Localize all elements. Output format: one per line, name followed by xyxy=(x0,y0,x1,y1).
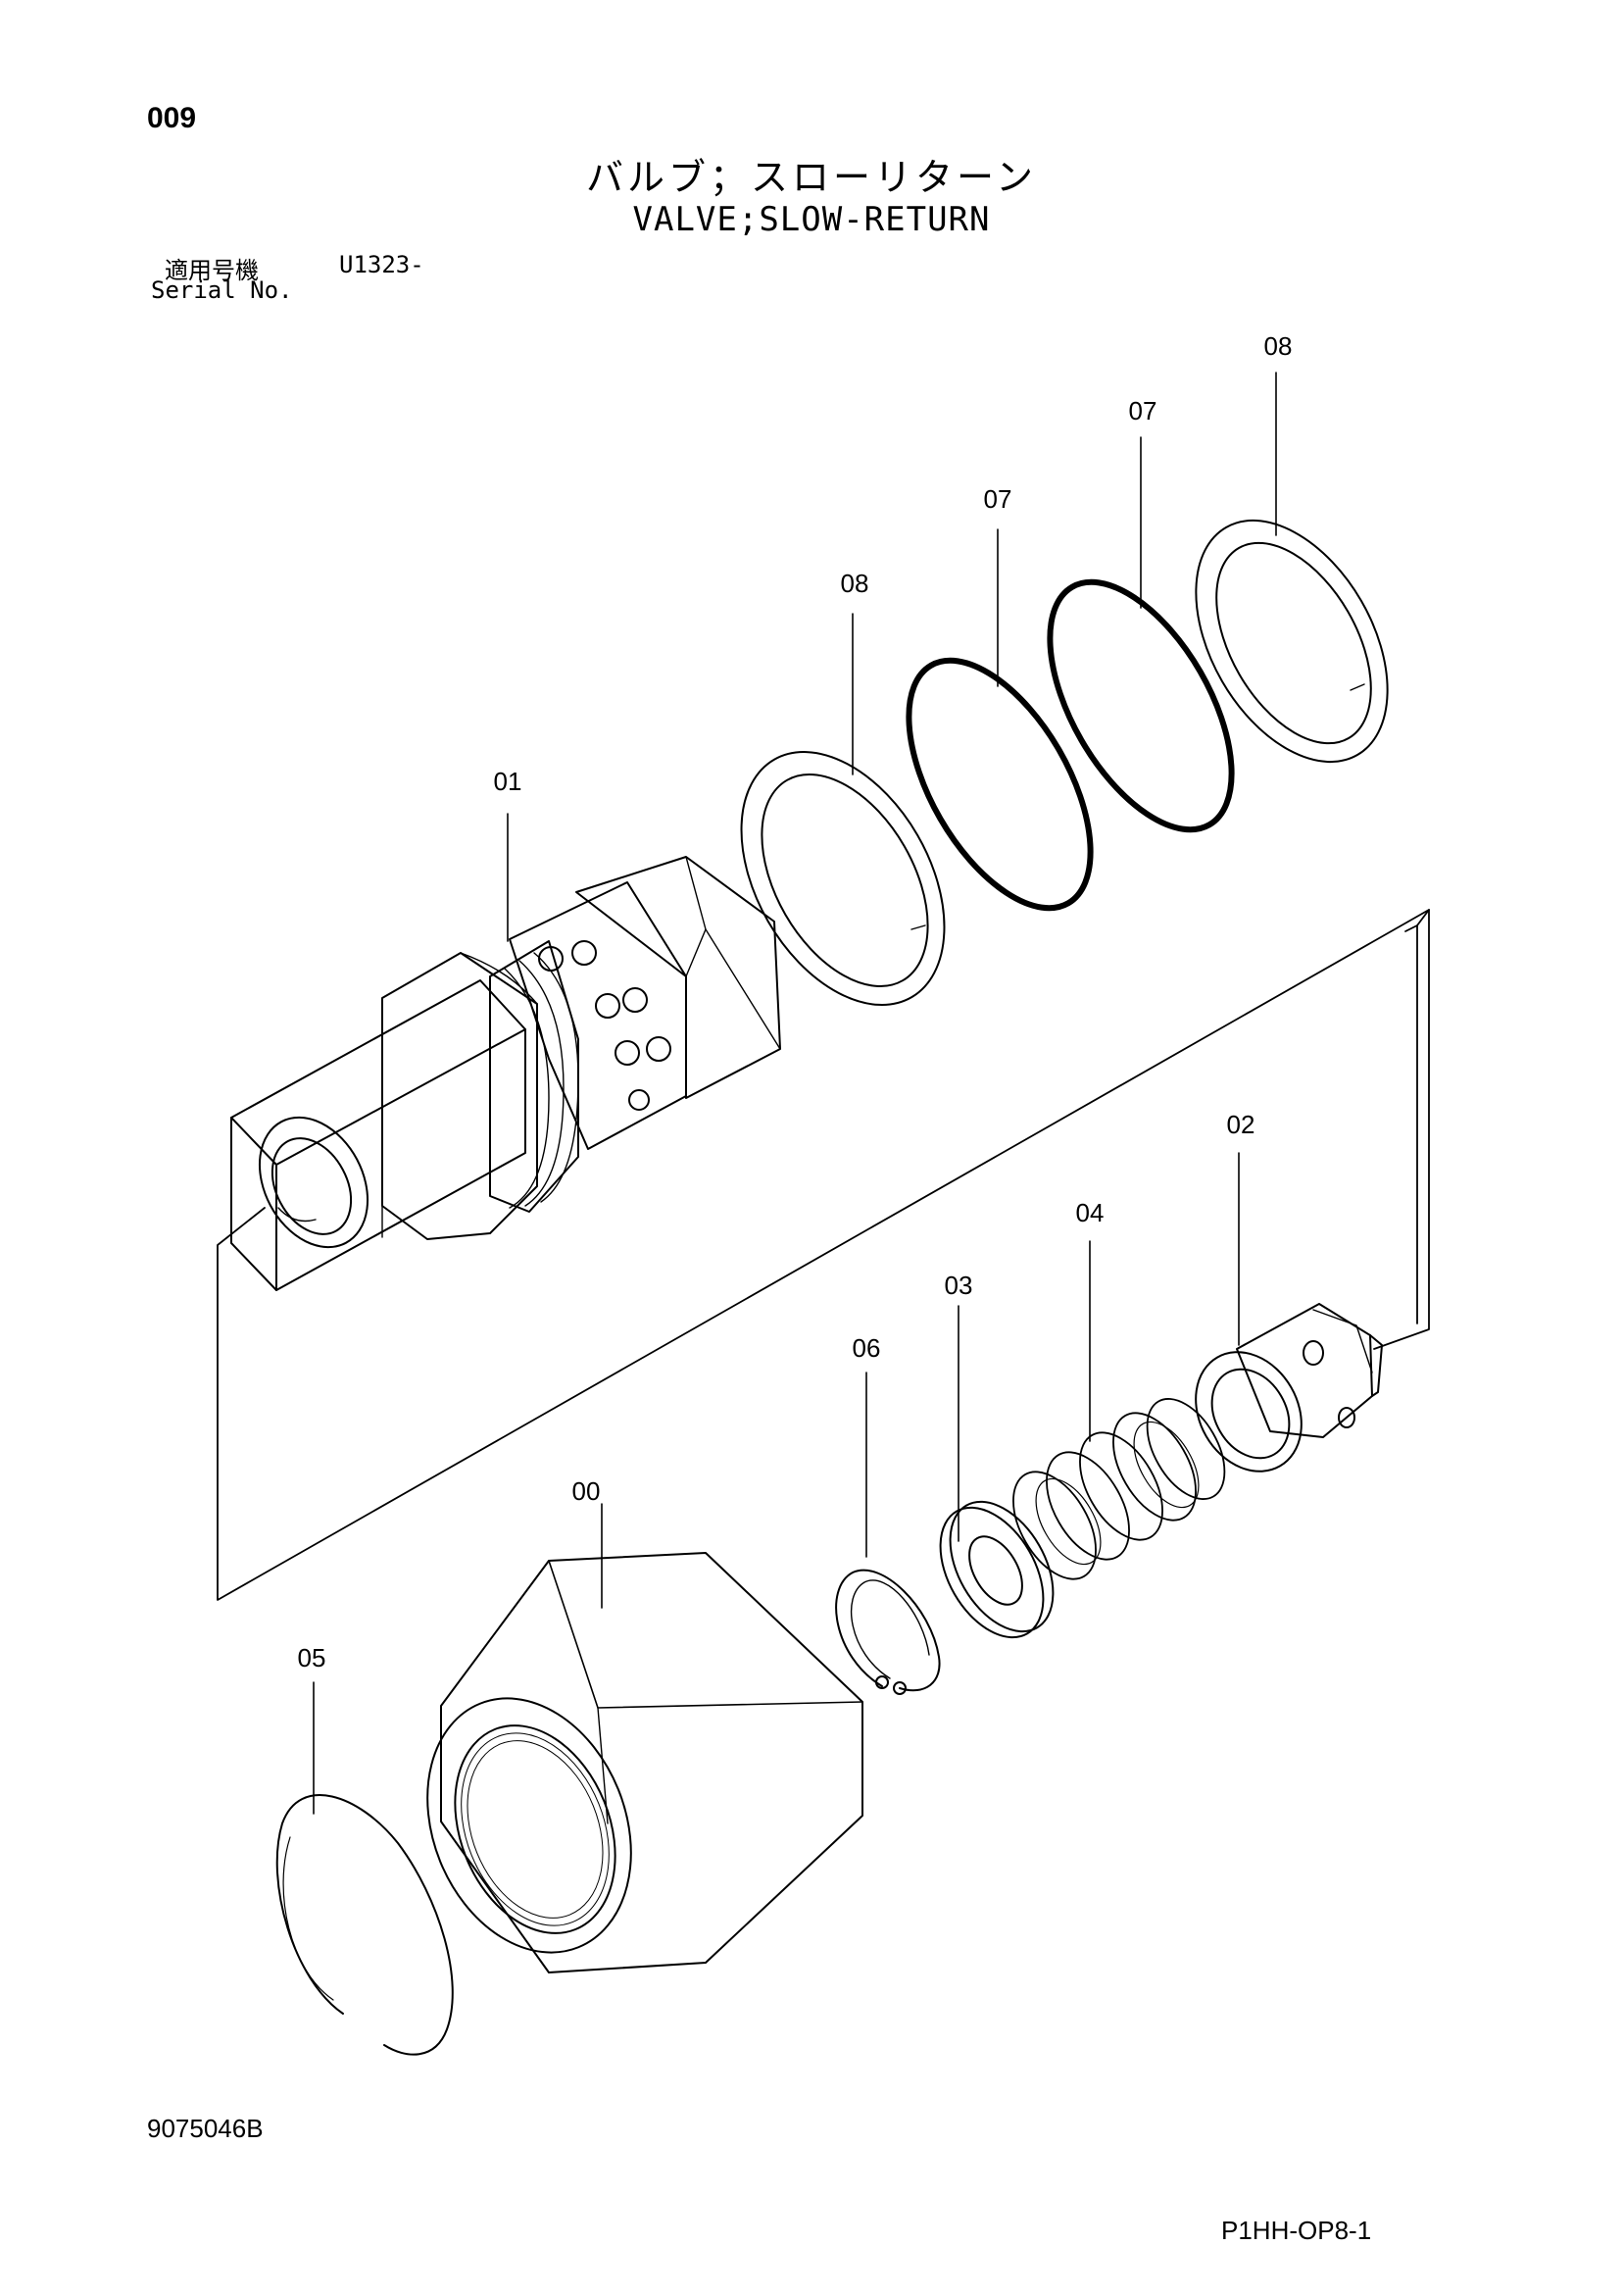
callout-08-b: 08 xyxy=(1264,331,1293,361)
callout-07-a: 07 xyxy=(984,484,1012,514)
part-06-snap-ring xyxy=(835,1569,941,1695)
page-reference: P1HH-OP8-1 xyxy=(1221,2216,1372,2245)
part-07-o-ring-b xyxy=(1047,578,1235,833)
part-04-spring xyxy=(1012,1398,1226,1580)
part-00-housing xyxy=(426,1552,863,1973)
title-english: VALVE;SLOW-RETURN xyxy=(632,200,991,239)
part-02-poppet xyxy=(1195,1303,1383,1472)
serial-label-japanese: 適用号機 xyxy=(165,257,259,284)
callout-01: 01 xyxy=(494,767,522,796)
callout-06: 06 xyxy=(853,1333,881,1363)
leader-lines xyxy=(313,372,1277,1815)
callout-07-b: 07 xyxy=(1129,396,1157,425)
callout-04: 04 xyxy=(1076,1198,1105,1227)
callout-02: 02 xyxy=(1227,1110,1255,1139)
serial-label-english: Serial No. xyxy=(151,276,293,304)
part-05-retaining-ring xyxy=(275,1794,454,2056)
callout-00: 00 xyxy=(572,1476,601,1506)
document-number: 9075046B xyxy=(147,2114,264,2143)
callout-08-a: 08 xyxy=(841,569,869,598)
part-03-spring-seat xyxy=(939,1500,1055,1639)
part-01-valve-body xyxy=(230,856,781,1291)
title-japanese: バルブ；スローリターン xyxy=(585,156,1038,199)
part-07-o-ring-a xyxy=(906,657,1094,912)
callout-03: 03 xyxy=(945,1271,973,1300)
page-number: 009 xyxy=(147,102,197,134)
part-08-washer-b xyxy=(1195,519,1389,764)
callout-05: 05 xyxy=(298,1643,326,1672)
serial-value: U1323- xyxy=(339,251,424,278)
part-08-washer-a xyxy=(740,751,946,1006)
callout-labels: 00 01 02 03 04 05 06 07 07 08 08 xyxy=(298,331,1293,1672)
assembly-bracket xyxy=(217,909,1430,1601)
